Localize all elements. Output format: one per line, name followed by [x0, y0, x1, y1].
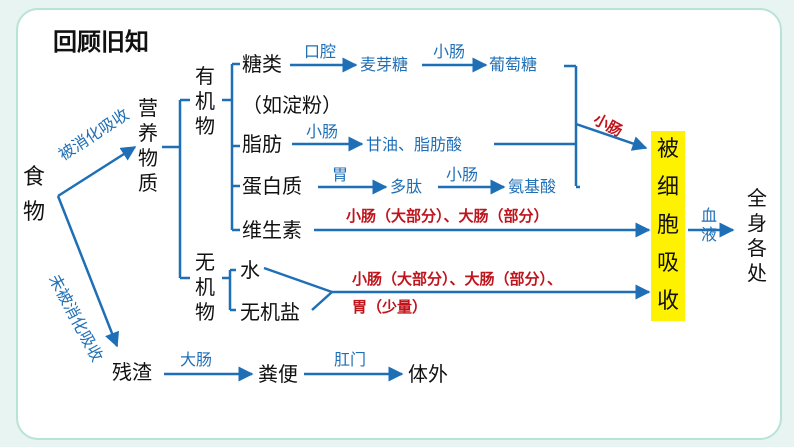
small-intestine-label-protein: 小肠: [446, 165, 479, 184]
small-intestine-label-carb: 小肠: [433, 42, 466, 61]
vitamin-site: 小肠（大部分）、大肠（部分）: [346, 207, 549, 225]
mouth-label: 口腔: [304, 42, 337, 61]
vitamin-label: 维生素: [242, 218, 302, 242]
outside-label: 体外: [408, 362, 448, 386]
fat-product-label: 甘油、脂肪酸: [366, 135, 463, 154]
large-intestine-label: 大肠: [180, 350, 213, 369]
page-title: 回顾旧知: [53, 28, 149, 56]
arrow-food-undigested: [56, 195, 120, 348]
residue-label: 残渣: [112, 360, 152, 384]
food-label: 食物: [22, 165, 45, 226]
organic-label: 有机物: [195, 64, 215, 138]
inorganic-site-1: 小肠（大部分）、大肠（部分）、: [352, 270, 563, 288]
glucose-label: 葡萄糖: [489, 55, 538, 74]
merge-water-salt: [263, 266, 649, 311]
stomach-label: 胃: [332, 165, 349, 184]
small-intestine-label-fat: 小肠: [306, 122, 339, 141]
carb-label: 糖类: [242, 52, 282, 76]
amino-label: 氨基酸: [508, 177, 557, 196]
whole-body-label: 全身各处: [747, 186, 767, 285]
maltose-label: 麦芽糖: [360, 55, 409, 74]
blood-label: 血液: [700, 206, 717, 245]
fat-label: 脂肪: [242, 132, 282, 156]
inorganic-site-2: 胃（少量）: [352, 298, 428, 316]
anus-label: 肛门: [334, 350, 367, 369]
bracket-small-intestine: [494, 64, 646, 189]
bracket-inorganic: [222, 268, 236, 312]
nutrients-label: 营养物质: [138, 96, 158, 195]
protein-label: 蛋白质: [242, 174, 302, 198]
carb-note: （如淀粉）: [242, 93, 342, 117]
absorbed-highlight: 被细胞吸收: [651, 131, 685, 321]
bracket-organic: [222, 62, 240, 232]
feces-label: 粪便: [258, 362, 298, 386]
inorganic-label: 无机物: [195, 250, 215, 324]
water-label: 水: [240, 258, 260, 282]
peptide-label: 多肽: [390, 177, 423, 196]
bracket-nutrients: [162, 98, 190, 280]
arrow-food-digested: [57, 145, 137, 198]
salt-label: 无机盐: [240, 300, 300, 324]
